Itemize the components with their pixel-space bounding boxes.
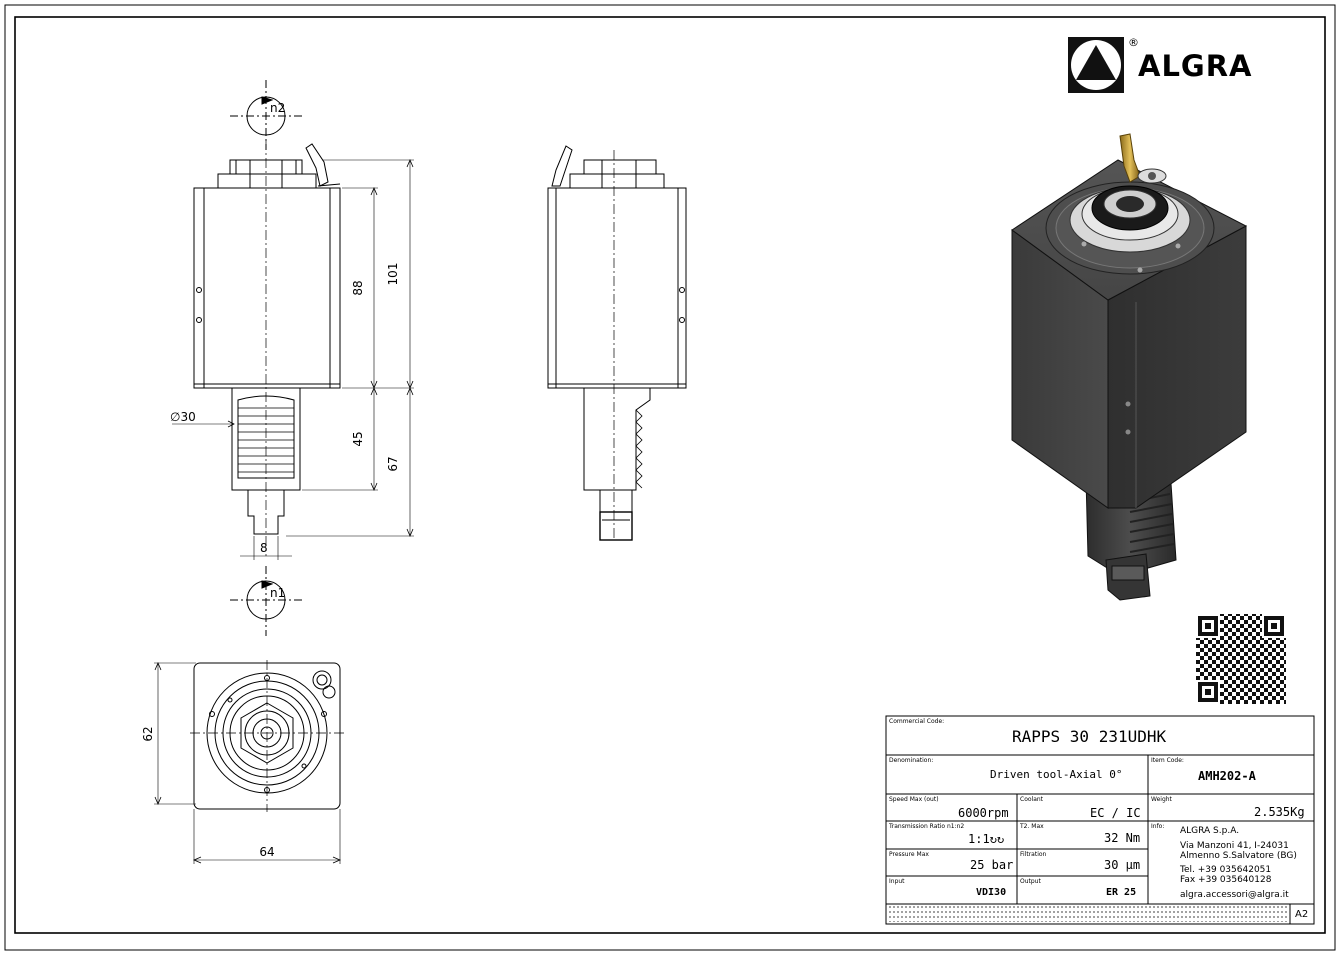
dim-8: 8 bbox=[260, 541, 268, 555]
telephone: Tel. +39 035642051 bbox=[1180, 865, 1272, 875]
qr-code bbox=[1196, 614, 1286, 704]
legal-notice-texture bbox=[889, 906, 1287, 922]
rotation-n2-icon bbox=[230, 80, 302, 150]
sheet-size: A2 bbox=[1295, 909, 1309, 920]
company-name: ALGRA S.p.A. bbox=[1180, 826, 1240, 836]
torque-value: 32 Nm bbox=[1104, 831, 1141, 845]
rotation-n1-label: n1 bbox=[270, 586, 285, 600]
weight-value: 2.535Kg bbox=[1254, 805, 1305, 819]
filtration-value: 30 µm bbox=[1104, 858, 1141, 872]
commercial-code: RAPPS 30 231UDHK bbox=[1012, 727, 1167, 746]
info-label: Info: bbox=[1151, 823, 1165, 830]
output-value: ER 25 bbox=[1106, 887, 1137, 898]
input-label: Input bbox=[889, 878, 905, 885]
bottom-view bbox=[154, 660, 344, 864]
brand-name: ALGRA bbox=[1138, 49, 1253, 83]
dim-64: 64 bbox=[259, 845, 274, 859]
dim-45: 45 bbox=[351, 431, 365, 446]
item-code-label: Item Code: bbox=[1151, 757, 1184, 764]
weight-label: Weight bbox=[1151, 796, 1172, 803]
pressure-label: Pressure Max bbox=[889, 851, 929, 858]
isometric-render bbox=[1011, 133, 1248, 601]
dim-67: 67 bbox=[386, 456, 400, 471]
pressure-value: 25 bar bbox=[970, 858, 1014, 872]
dim-101: 101 bbox=[386, 263, 400, 286]
dim-dia30: ∅30 bbox=[170, 410, 196, 424]
fax: Fax +39 035640128 bbox=[1180, 875, 1272, 885]
rotation-n1-icon bbox=[230, 566, 302, 636]
dim-88: 88 bbox=[351, 280, 365, 295]
speed-label: Speed Max (out) bbox=[889, 796, 939, 803]
input-value: VDI30 bbox=[976, 887, 1007, 898]
side-view bbox=[547, 145, 687, 541]
coolant-value: EC / IC bbox=[1090, 806, 1141, 820]
output-label: Output bbox=[1020, 878, 1041, 885]
address-line-1: Via Manzoni 41, I-24031 bbox=[1180, 841, 1289, 851]
dim-62: 62 bbox=[141, 726, 155, 741]
speed-value: 6000rpm bbox=[958, 806, 1009, 820]
rotation-n2-label: n2 bbox=[270, 101, 285, 115]
address-line-2: Almenno S.Salvatore (BG) bbox=[1180, 851, 1297, 861]
commercial-code-label: Commercial Code: bbox=[889, 718, 945, 725]
email: algra.accessori@algra.it bbox=[1180, 890, 1289, 900]
filtration-label: Filtration bbox=[1020, 851, 1047, 858]
item-code: AMH202-A bbox=[1198, 769, 1256, 783]
title-block-grid bbox=[885, 715, 1315, 925]
front-view bbox=[172, 80, 414, 560]
coolant-label: Coolant bbox=[1020, 796, 1044, 803]
denomination: Driven tool-Axial 0° bbox=[990, 768, 1123, 781]
ratio-value: 1:1↻↻ bbox=[968, 832, 1005, 846]
torque-label: T2. Max bbox=[1020, 823, 1044, 830]
algra-logo: ® ALGRA bbox=[1068, 36, 1253, 93]
ratio-label: Transmission Ratio n1:n2 bbox=[889, 823, 965, 830]
denomination-label: Denomination: bbox=[889, 757, 934, 764]
registered-mark: ® bbox=[1128, 36, 1139, 49]
